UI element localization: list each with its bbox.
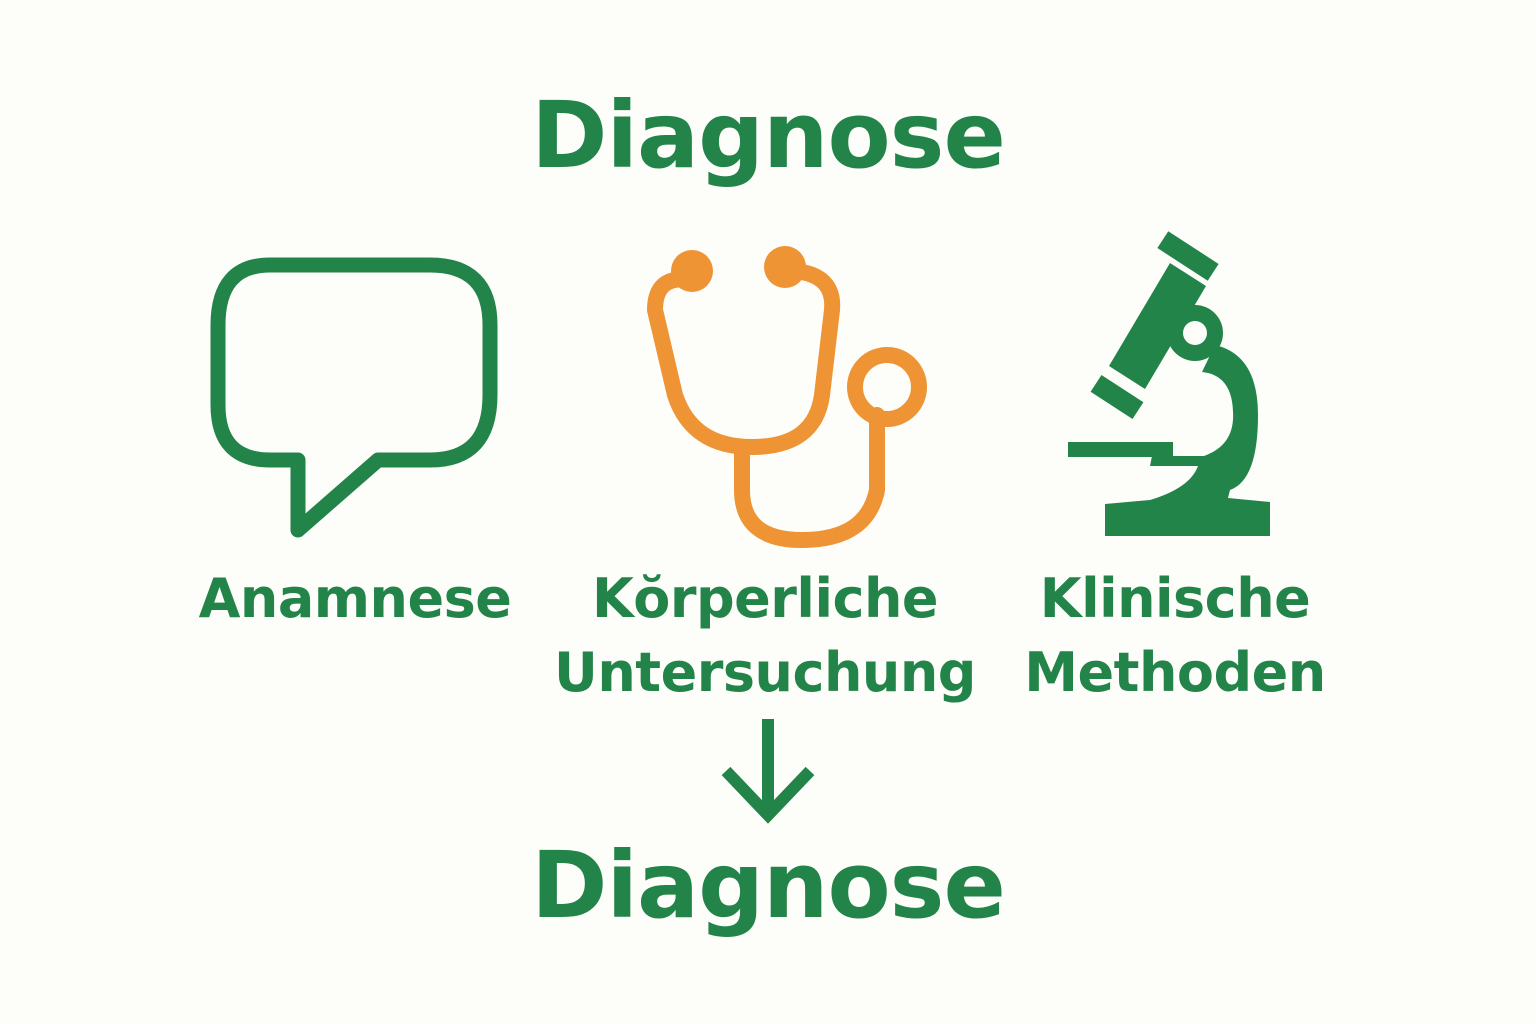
step-label-line: Untersuchung — [554, 641, 976, 704]
speech-bubble-icon — [210, 257, 498, 538]
down-arrow-icon — [721, 719, 815, 824]
step-label-line: Anamnese — [198, 567, 512, 630]
stethoscope-icon — [647, 246, 927, 548]
diagram-title: Diagnose — [531, 82, 1006, 189]
diagnosis-result: Diagnose — [531, 832, 1006, 939]
step-label-klinische-methoden: Klinische Methoden — [985, 562, 1365, 710]
step-label-anamnese: Anamnese — [170, 562, 540, 636]
step-label-line: Kŏrperliche — [591, 567, 939, 630]
step-label-koerperliche-untersuchung: Kŏrperliche Untersuchung — [520, 562, 1010, 710]
step-label-line: Methoden — [1024, 641, 1326, 704]
microscope-icon — [1068, 231, 1270, 536]
step-label-line: Klinische — [1039, 567, 1311, 630]
